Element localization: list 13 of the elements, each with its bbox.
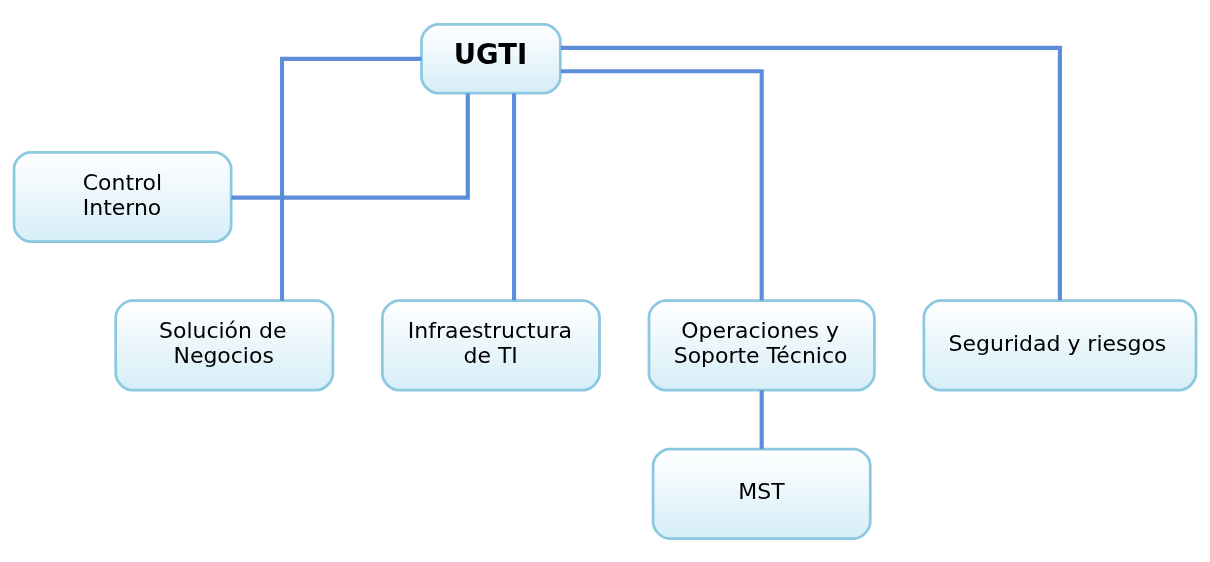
node-box: Operaciones y Soporte Técnico: [647, 298, 876, 391]
connector: [759, 389, 764, 449]
node-box: Control Interno: [12, 150, 233, 243]
node-box: MST: [651, 447, 872, 540]
connector: [560, 45, 1062, 300]
node-box: UGTI: [420, 22, 562, 95]
node-box: Infraestructura de TI: [381, 298, 601, 391]
node-box: Solución de Negocios: [114, 298, 335, 391]
node-box: Seguridad y riesgos: [922, 298, 1198, 391]
connector: [231, 93, 470, 200]
connector: [512, 92, 517, 300]
connector: [560, 68, 764, 300]
connector: [279, 56, 422, 301]
